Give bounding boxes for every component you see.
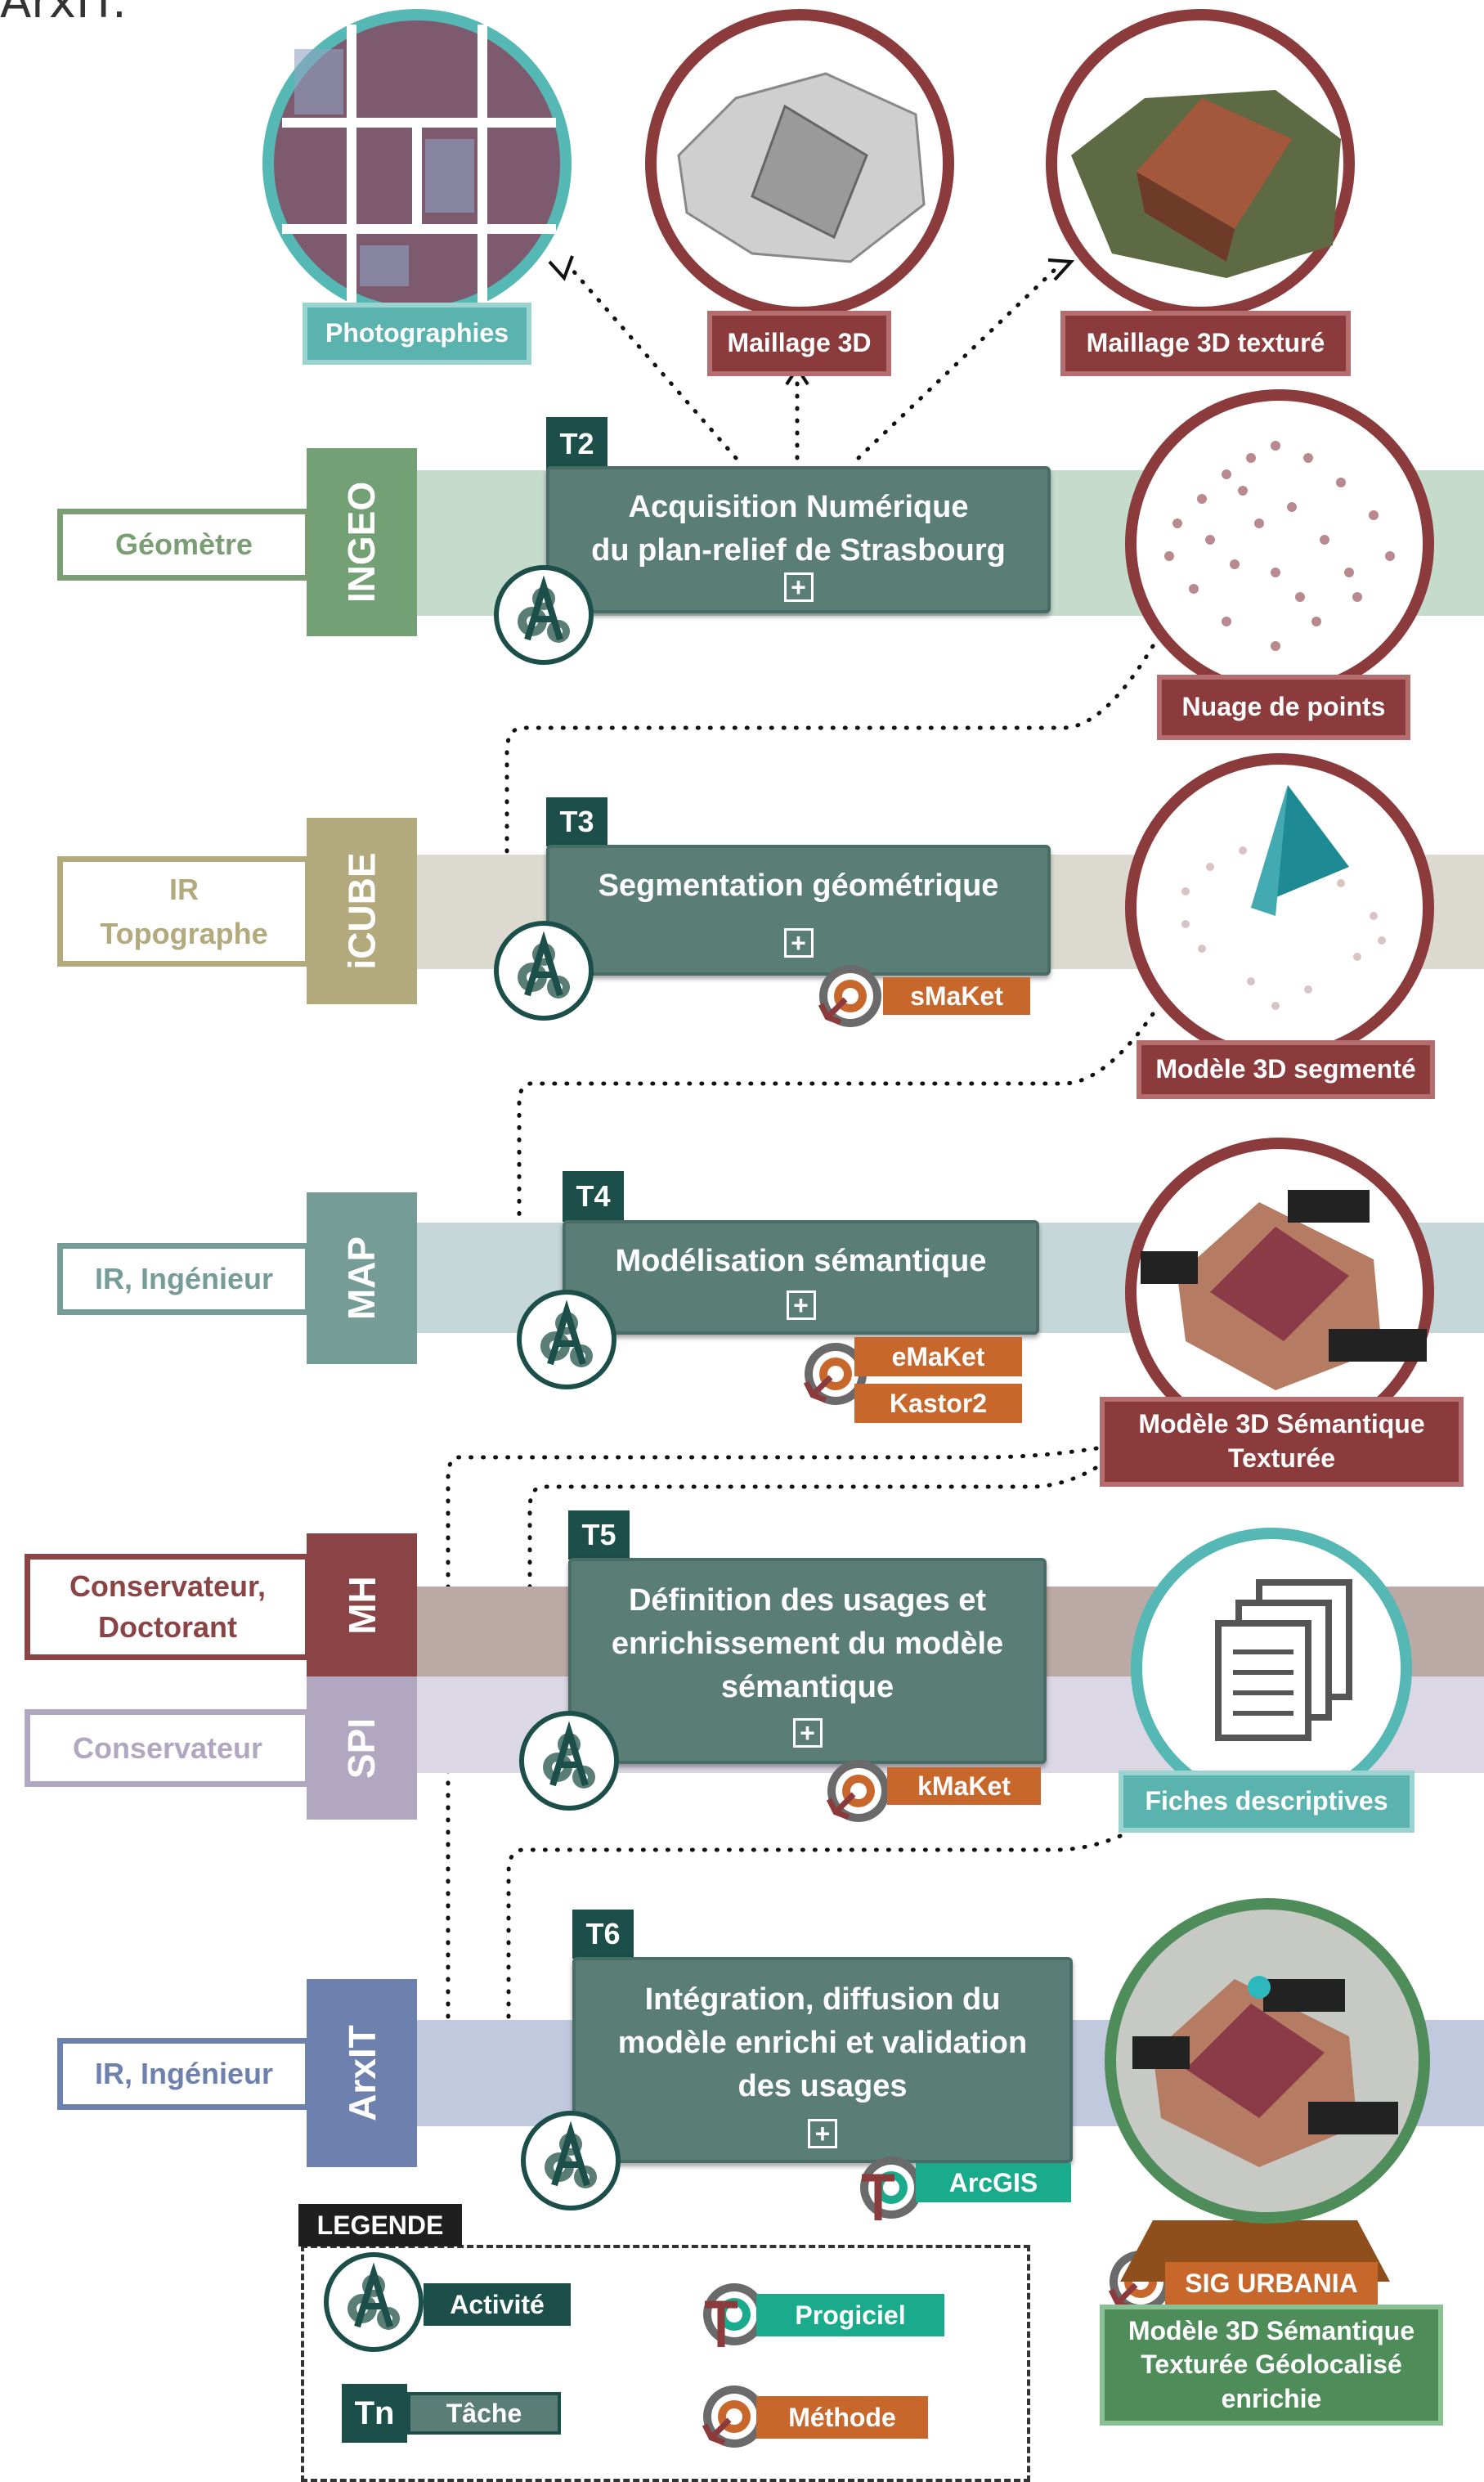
task-t2[interactable]: Acquisition Numérique du plan-relief de … [546, 466, 1051, 613]
role-arxit: IR, Ingénieur [57, 2038, 311, 2110]
connector-t2-maillage-texture [856, 263, 1061, 460]
tool-arcgis: ArcGIS [916, 2163, 1071, 2202]
legend-title: LEGENDE [298, 2204, 462, 2246]
role-ingeo: Géomètre [57, 509, 311, 581]
legend-tache-code: Tn [342, 2384, 407, 2443]
top-cut-title: ArxIT. [0, 0, 127, 29]
caption-maillage-3d-texture: Maillage 3D texturé [1060, 311, 1351, 376]
task-id-t6: T6 [572, 1910, 634, 1959]
connector-fiches-t6 [506, 1833, 1123, 2063]
entity-arxit: ArxIT [307, 1979, 417, 2167]
role-map: IR, Ingénieur [57, 1243, 311, 1315]
entity-map: MAP [307, 1192, 417, 1364]
entity-mh: MH [307, 1533, 417, 1676]
tool-smaket: sMaKet [883, 977, 1030, 1015]
task-t5-title: Définition des usages et enrichissement … [611, 1583, 1004, 1705]
modele-semantique-thumbnail [1125, 1138, 1434, 1447]
legend-tache: Tâche [407, 2392, 561, 2435]
expand-icon[interactable]: + [786, 1290, 816, 1320]
expand-icon[interactable]: + [808, 2119, 837, 2148]
fiches-thumbnail [1131, 1528, 1412, 1809]
task-t3[interactable]: Segmentation géométrique + [546, 845, 1051, 976]
photographies-thumbnail [262, 9, 572, 318]
caption-modele-segmente: Modèle 3D segmenté [1137, 1040, 1435, 1099]
caption-nuage-points: Nuage de points [1157, 675, 1410, 740]
task-t4-title: Modélisation sémantique [615, 1244, 987, 1278]
arrowhead [548, 255, 574, 281]
expand-icon[interactable]: + [783, 928, 814, 958]
caption-modele-final: Modèle 3D Sémantique Texturée Géolocalis… [1100, 2305, 1443, 2426]
task-t3-title: Segmentation géométrique [598, 868, 999, 903]
connector-semantique-t6 [446, 1437, 1147, 2100]
maillage-3d-thumbnail [645, 9, 954, 318]
caption-fiches: Fiches descriptives [1119, 1771, 1415, 1833]
expand-icon[interactable]: + [783, 572, 814, 602]
maillage-3d-texture-thumbnail [1046, 9, 1355, 318]
tool-emaket: eMaKet [854, 1337, 1022, 1376]
task-id-t3: T3 [546, 797, 607, 846]
tool-sig-urbania: SIG URBANIA [1165, 2262, 1378, 2305]
connector-t2-photographies [570, 267, 738, 460]
task-t6[interactable]: Intégration, diffusion du modèle enrichi… [572, 1957, 1073, 2163]
connector-nuage-t3 [504, 644, 1155, 910]
task-t2-title: Acquisition Numérique du plan-relief de … [591, 490, 1006, 568]
expand-icon[interactable]: + [792, 1718, 823, 1748]
legend-box [301, 2245, 1030, 2482]
task-t6-title: Intégration, diffusion du modèle enrichi… [617, 1982, 1028, 2104]
modele-final-thumbnail [1105, 1898, 1430, 2282]
task-id-t5: T5 [568, 1510, 630, 1560]
caption-maillage-3d: Maillage 3D [707, 311, 891, 376]
tool-kmaket: kMaKet [887, 1767, 1041, 1805]
task-t4[interactable]: Modélisation sémantique + [563, 1220, 1039, 1335]
entity-icube: iCUBE [307, 818, 417, 1004]
tool-kastor2: Kastor2 [854, 1384, 1022, 1423]
role-icube: IR Topographe [57, 856, 311, 967]
modele-segmente-thumbnail [1125, 753, 1434, 1062]
nuage-points-thumbnail [1125, 389, 1434, 698]
role-spi: Conservateur [25, 1709, 311, 1787]
task-t5[interactable]: Définition des usages et enrichissement … [568, 1558, 1047, 1764]
entity-spi: SPI [307, 1676, 417, 1820]
legend-methode: Méthode [756, 2396, 928, 2439]
caption-modele-semantique: Modèle 3D Sémantique Texturée [1100, 1397, 1464, 1487]
caption-photographies: Photographies [303, 303, 531, 365]
entity-ingeo: INGEO [307, 448, 417, 636]
task-id-t2: T2 [546, 417, 607, 470]
role-mh: Conservateur, Doctorant [25, 1554, 311, 1660]
task-id-t4: T4 [563, 1171, 624, 1222]
connector-semantique-t5 [527, 1465, 1098, 1675]
legend-activite: Activité [424, 2283, 571, 2326]
arrowhead [1047, 258, 1075, 281]
legend-progiciel: Progiciel [756, 2294, 944, 2336]
